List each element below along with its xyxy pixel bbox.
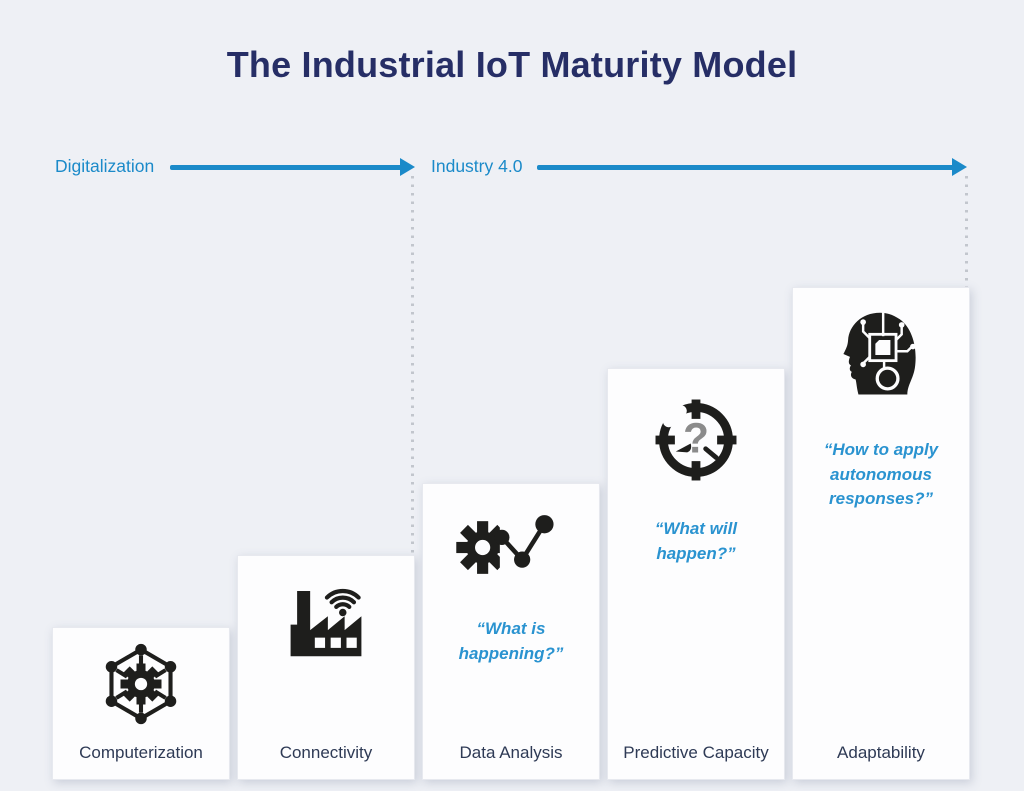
ai-head-icon bbox=[793, 308, 969, 402]
stage-label: Data Analysis bbox=[459, 743, 563, 762]
network-gear-icon bbox=[53, 643, 229, 725]
smart-factory-icon bbox=[238, 578, 414, 660]
stage-label: Connectivity bbox=[279, 743, 373, 762]
stage-card-connectivity: Connectivity bbox=[237, 555, 415, 780]
industry40-arrow-line bbox=[537, 165, 955, 170]
digitalization-arrow-head-icon bbox=[400, 158, 415, 176]
target-question-icon: ? bbox=[608, 396, 784, 484]
stage-label: Adaptability bbox=[837, 743, 925, 762]
stage-quote: “What is happening?” bbox=[458, 619, 564, 663]
stage-card-predictive-capacity: ? “What will happen?” Predictive Capacit… bbox=[607, 368, 785, 780]
phase-label-industry40: Industry 4.0 bbox=[431, 156, 523, 176]
stage-card-computerization: Computerization bbox=[52, 627, 230, 780]
stage-card-adaptability: “How to apply autonomous responses?” Ada… bbox=[792, 287, 970, 780]
page-title: The Industrial IoT Maturity Model bbox=[226, 44, 798, 85]
stage-quote: “What will happen?” bbox=[654, 519, 738, 563]
stage-card-data-analysis: “What is happening?” Data Analysis bbox=[422, 483, 600, 780]
stage-label: Predictive Capacity bbox=[623, 743, 769, 762]
stage-quote: “How to apply autonomous responses?” bbox=[823, 440, 939, 509]
digitalization-arrow-line bbox=[170, 165, 403, 170]
phase-divider-dotted-line-left bbox=[411, 176, 414, 570]
gear-chart-icon bbox=[423, 509, 599, 585]
stage-label: Computerization bbox=[79, 743, 203, 762]
phase-label-digitalization: Digitalization bbox=[55, 156, 155, 176]
svg-text:?: ? bbox=[683, 414, 709, 461]
industry40-arrow-head-icon bbox=[952, 158, 967, 176]
